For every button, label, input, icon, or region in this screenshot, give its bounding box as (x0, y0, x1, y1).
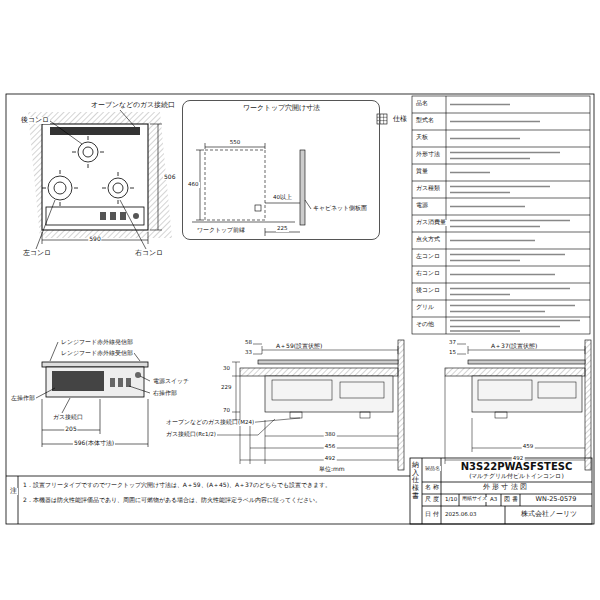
title-block-value: 外 形 寸 法 図 (482, 484, 528, 491)
node-title: ワークトップ穴開け寸法 (187, 104, 375, 112)
part-label: 左コンロ (22, 250, 52, 257)
part-label: ガス接続口(Rc1/2) (165, 432, 217, 438)
dimension-label: 380 (324, 432, 337, 438)
spec-table (377, 96, 590, 334)
dimension-label: 33 (244, 350, 253, 356)
dimension-label: 590 (88, 236, 101, 242)
dimension-label: 456 (324, 444, 337, 450)
table-cell: ガス種類 (415, 186, 441, 192)
table-cell: 品名 (415, 101, 429, 107)
table-cell: 点火方式 (415, 237, 441, 243)
dimension-label: 15 (448, 350, 457, 356)
sheet-frame (6, 94, 594, 524)
plan-view (28, 110, 172, 249)
title-block-label: 用紙サイズ (461, 497, 488, 502)
table-cell: 電源 (415, 203, 429, 209)
table-cell: 左コンロ (415, 254, 441, 260)
front-view (36, 342, 150, 447)
notes-divider (18, 476, 19, 524)
dimension-label: 70 (222, 408, 231, 414)
dimension-label: 30 (222, 366, 231, 372)
product-name-box: N3S22PWASFSTESC(マルチグリル付ビルトインコンロ) (443, 460, 590, 485)
table-cell: ガス消費量 (415, 220, 447, 226)
dimension-label: 58 (244, 340, 253, 346)
table-cell: 外形寸法 (415, 152, 441, 158)
part-label: キャビネット側板面 (312, 206, 368, 212)
part-label: オーブンなどのガス接続口 (90, 102, 176, 109)
side-view (445, 340, 591, 470)
view-label: A＋59(設置状態) (275, 343, 323, 349)
title-block-value: WN-25-0579 (535, 496, 578, 503)
part-label: 左操作部 (10, 395, 36, 401)
dimension-label: 459 (522, 444, 535, 450)
dimension-label: 596(本体寸法) (73, 440, 115, 446)
table-cell: 質量 (415, 169, 429, 175)
title-block-label: 製品名 (424, 466, 441, 471)
dimension-label: 229 (220, 385, 233, 391)
side-view (212, 340, 404, 470)
part-label: 右コンロ (134, 250, 164, 257)
dimension-label: 550 (229, 140, 242, 146)
part-label: ガス接続口 (52, 414, 84, 420)
node-subtitle: (マルチグリル付ビルトインコンロ) (447, 473, 586, 480)
title-block-label: 日 付 (424, 512, 440, 518)
view-label: A＋37(設置状態) (490, 343, 538, 349)
table-cell: グリル (415, 305, 435, 311)
title-block (410, 458, 592, 524)
dimension-label: 37 (448, 340, 457, 346)
dimension-label: 460 (187, 182, 200, 188)
cutout-panel: ワークトップ穴開け寸法 (182, 100, 380, 240)
note-heading: 注 (9, 488, 18, 495)
node-title: N3S22PWASFSTESC (447, 461, 586, 473)
section-heading: 仕様 (392, 116, 408, 123)
table-cell: 後コンロ (415, 288, 441, 294)
title-block-value: A3 (489, 497, 498, 503)
part-label: 電源スイッチ (152, 378, 190, 384)
note-text: 1．設置フリータイプですのでワークトップ穴開け寸法は、A＋59、(A＋45)、A… (22, 482, 332, 488)
table-cell: 型式名 (415, 118, 435, 124)
unit-note: 単位:mm (318, 466, 346, 472)
table-cell: 右コンロ (415, 271, 441, 277)
title-block-value: 1/10 (444, 497, 458, 503)
dimension-label: 492 (512, 456, 525, 462)
part-label: レンジフード赤外線発信部 (60, 339, 134, 345)
title-block-label: 納入仕様書 (412, 462, 419, 500)
title-block-label: 図 番 (503, 497, 519, 503)
dimension-label: 225 (276, 226, 289, 232)
part-label: レンジフード赤外線受信部 (60, 350, 134, 356)
title-block-label: 尺 度 (424, 497, 440, 503)
dimension-label: 40以上 (272, 195, 293, 201)
cutout-drawing (192, 143, 311, 236)
company-name: 株式会社ノーリツ (520, 511, 578, 518)
table-cell: その他 (415, 322, 435, 328)
part-label: ワークトップ前縁 (196, 228, 246, 234)
dimension-label: 205 (64, 426, 77, 432)
notes-divider (6, 476, 410, 477)
title-block-label: 名 称 (424, 485, 440, 491)
note-text: 2．本機器は防火性能評価品であり、周囲に可燃物がある場合は、防火性能評定ラベル内… (22, 497, 322, 503)
part-label: 後コンロ (20, 117, 50, 124)
part-label: 右操作部 (152, 390, 178, 396)
table-cell: 天板 (415, 135, 429, 141)
dimension-label: 506 (163, 174, 176, 180)
title-block-value: 2025.06.03 (444, 512, 478, 518)
part-label: オーブンなどのガス接続口(M24) (165, 420, 255, 426)
dimension-label: 492 (324, 456, 337, 462)
